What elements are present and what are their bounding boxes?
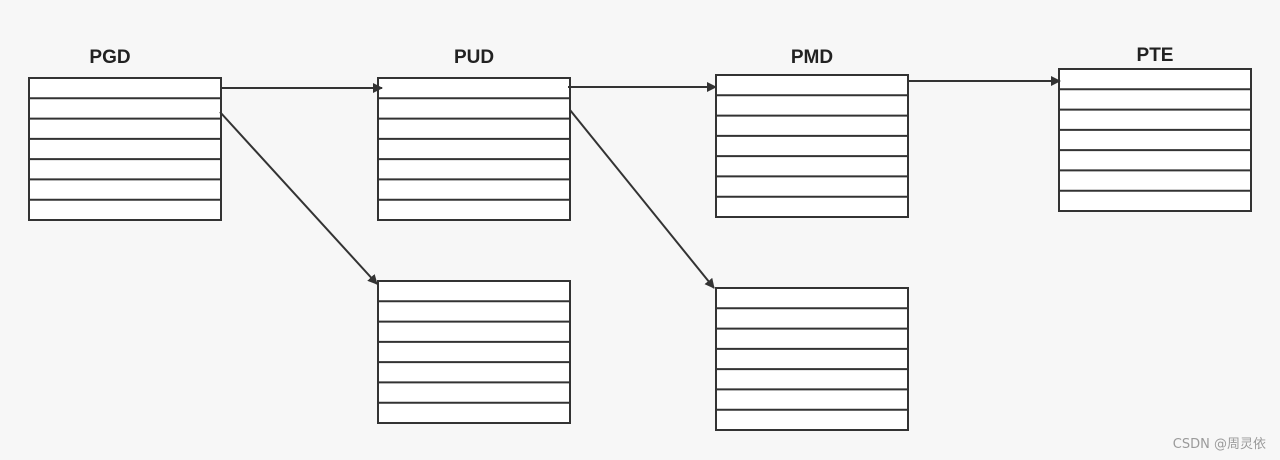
- table-outline: [1058, 68, 1252, 212]
- pud-second-table: [377, 280, 571, 424]
- table-outline: [377, 280, 571, 424]
- pmd-label: PMD: [791, 47, 833, 68]
- pmd-table: [715, 74, 909, 218]
- table-outline: [715, 287, 909, 431]
- pud-table: [377, 77, 571, 221]
- table-outline: [28, 77, 222, 221]
- pmd-second-table: [715, 287, 909, 431]
- pte-table: [1058, 68, 1252, 212]
- csdn-watermark: CSDN @周灵依: [1172, 437, 1266, 452]
- arrow-pud-to-pmd-second: [569, 109, 715, 289]
- pud-label: PUD: [454, 47, 494, 68]
- table-outline: [377, 77, 571, 221]
- pgd-table: [28, 77, 222, 221]
- pte-label: PTE: [1137, 45, 1174, 66]
- pgd-label: PGD: [89, 47, 130, 68]
- arrow-pgd-to-pud-second: [219, 111, 378, 285]
- table-outline: [715, 74, 909, 218]
